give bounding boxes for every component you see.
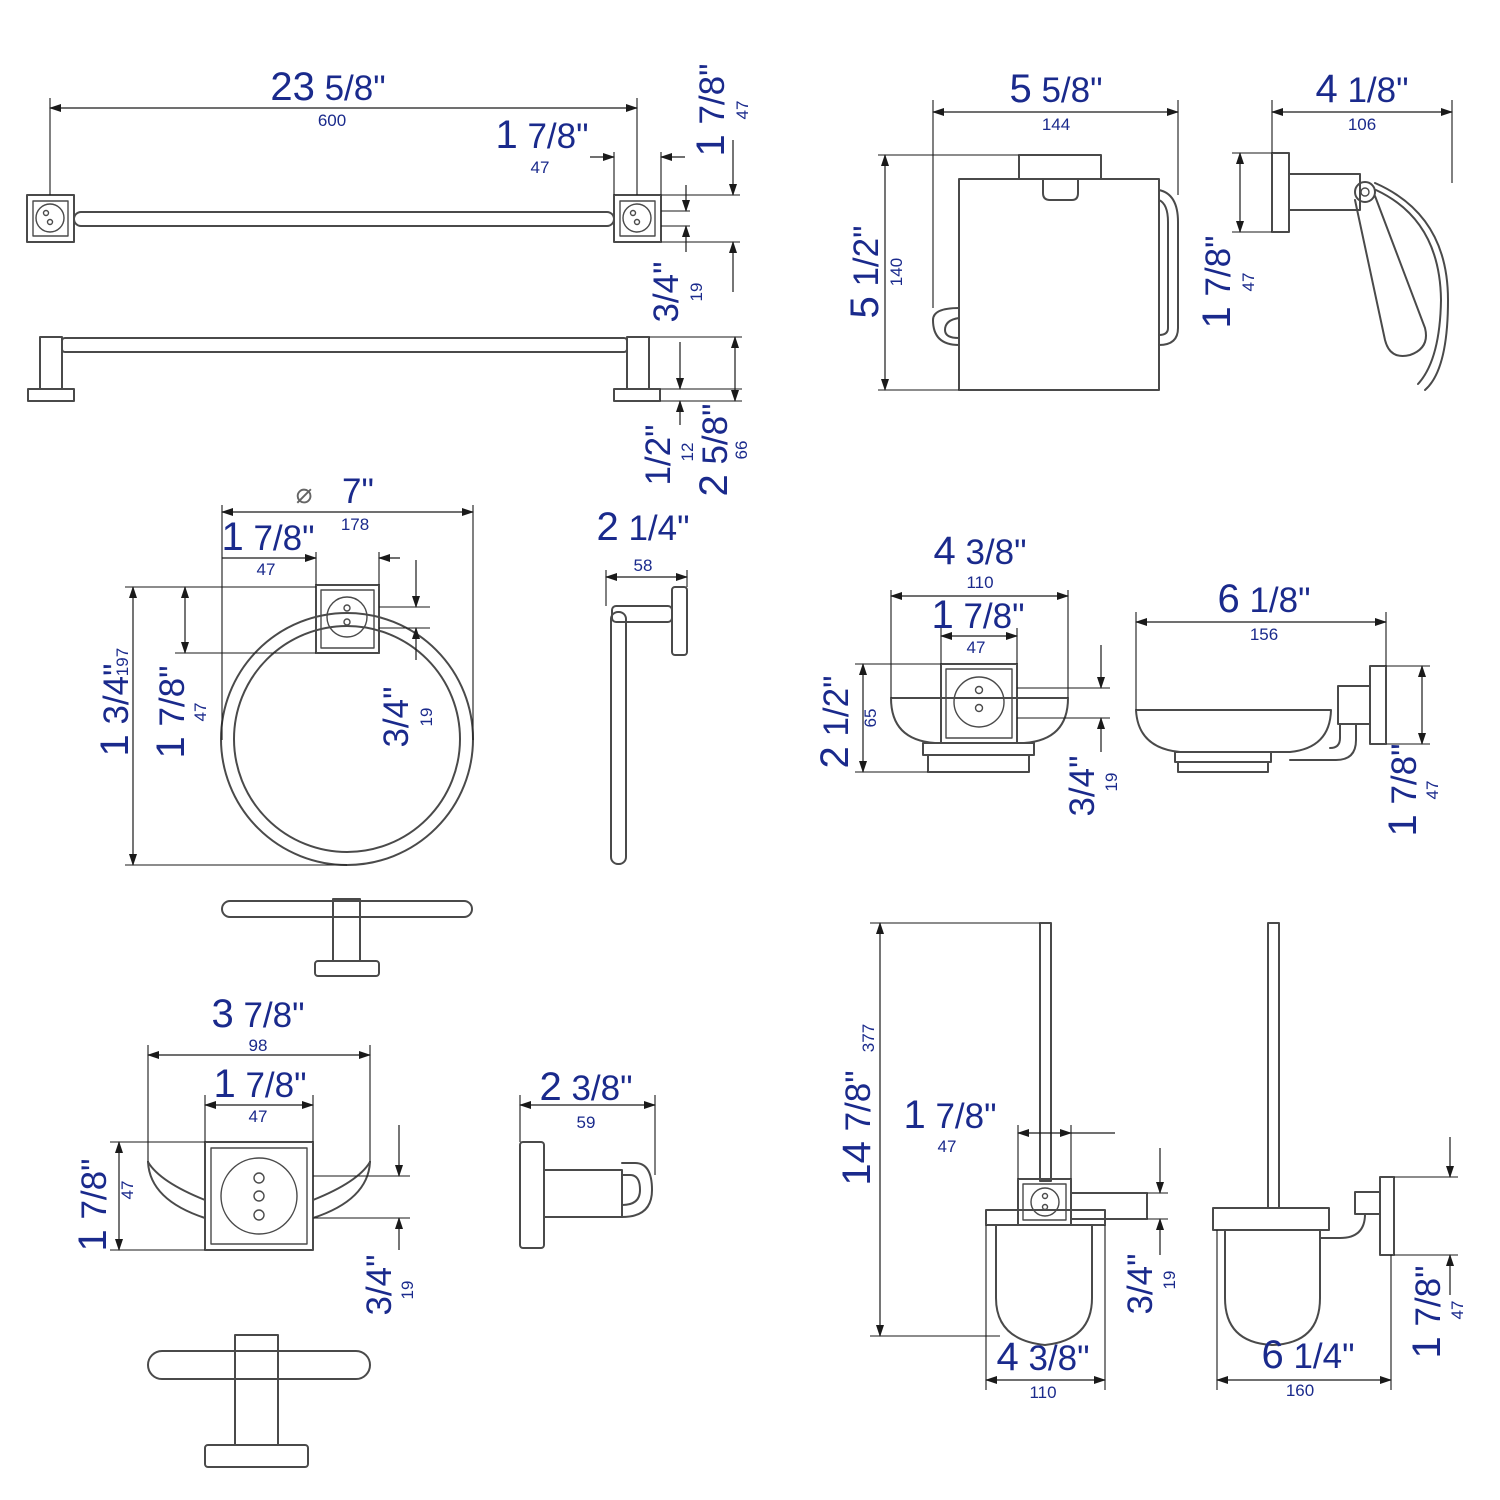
robe-hook-width-inch: 3 7/8"	[211, 992, 304, 1036]
robe-hook-front-view	[147, 1141, 371, 1251]
toilet-brush-base-width-inch: 1 7/8"	[903, 1093, 996, 1137]
soap-dish-side-view	[1135, 665, 1387, 773]
paper-holder-front-view	[932, 154, 1179, 391]
robe-hook-base-width-mm: 47	[249, 1107, 268, 1126]
toilet-brush-base-height-inch: 1 7/8"	[1405, 1265, 1449, 1358]
towel-ring-height-inch: 1 3/4"	[93, 663, 137, 756]
towel-ring-projection-mm: 58	[634, 556, 653, 575]
robe-hook-base-width-inch: 1 7/8"	[213, 1062, 306, 1106]
towel-ring-diameter-mm: 178	[341, 515, 369, 534]
towel-ring-bar-diameter-mm: 19	[417, 708, 436, 727]
paper-holder-side-view	[1271, 152, 1449, 391]
toilet-brush-depth-mm: 160	[1286, 1381, 1314, 1400]
towel-bar-projection-mm: 66	[732, 441, 751, 460]
towel-ring-projection-inch: 2 1/4"	[596, 505, 689, 549]
toilet-brush-side-view	[1212, 922, 1395, 1346]
towel-ring-base-height-inch: 1 7/8"	[149, 665, 193, 758]
soap-dish-height-inch: 2 1/2"	[813, 675, 857, 768]
towel-bar-base-width-inch: 1 7/8"	[495, 113, 588, 157]
soap-dish-bar-diameter-mm: 19	[1102, 773, 1121, 792]
towel-bar-base-width-mm: 47	[531, 158, 550, 177]
robe-hook-bar-diameter-inch: 3/4"	[360, 1254, 399, 1315]
soap-dish-base-height-inch: 1 7/8"	[1381, 743, 1425, 836]
towel-bar-thickness-mm: 12	[678, 443, 697, 462]
paper-holder-width-mm: 144	[1042, 115, 1070, 134]
towel-bar-front-view	[26, 194, 662, 243]
paper-holder-height-inch: 5 1/2"	[843, 225, 887, 318]
towel-ring-base-width-inch: 1 7/8"	[221, 515, 314, 559]
toilet-brush-depth-inch: 6 1/4"	[1261, 1333, 1354, 1377]
soap-dish-base-height-mm: 47	[1423, 781, 1442, 800]
robe-hook-bar-diameter-mm: 19	[398, 1281, 417, 1300]
toilet-brush-bar-diameter-mm: 19	[1160, 1271, 1179, 1290]
toilet-brush-height-inch: 14 7/8"	[835, 1070, 879, 1185]
robe-hook-projection-inch: 2 3/8"	[539, 1065, 632, 1109]
towel-ring-side-view	[610, 586, 688, 865]
towel-bar-top-view	[27, 336, 661, 402]
paper-holder-depth-mm: 106	[1348, 115, 1376, 134]
robe-hook-base-height-mm: 47	[118, 1181, 137, 1200]
soap-dish-base-width-inch: 1 7/8"	[931, 593, 1024, 637]
towel-ring-base-height-mm: 47	[191, 703, 210, 722]
towel-bar-bar-diameter-mm: 19	[687, 283, 706, 302]
towel-bar-length-mm: 600	[318, 111, 346, 130]
paper-holder-base-height-mm: 47	[1239, 273, 1258, 292]
towel-ring-top-view	[221, 898, 473, 977]
towel-ring-bar-diameter-inch: 3/4"	[377, 686, 416, 747]
soap-dish-width-inch: 4 3/8"	[933, 529, 1026, 573]
toilet-brush-width-inch: 4 3/8"	[996, 1335, 1089, 1379]
toilet-brush-base-width-mm: 47	[938, 1137, 957, 1156]
toilet-brush-bar-diameter-inch: 3/4"	[1121, 1253, 1160, 1314]
towel-ring-height-mm: 197	[113, 648, 132, 676]
towel-bar-thickness-inch: 1/2"	[639, 424, 678, 485]
dimension-lines	[49, 104, 1454, 1384]
robe-hook-width-mm: 98	[249, 1036, 268, 1055]
soap-dish-depth-mm: 156	[1250, 625, 1278, 644]
soap-dish-bar-diameter-inch: 3/4"	[1063, 755, 1102, 816]
paper-holder-width-inch: 5 5/8"	[1009, 67, 1102, 111]
towel-bar-base-height-mm: 47	[733, 101, 752, 120]
diameter-symbol: ⌀	[296, 477, 313, 510]
soap-dish-depth-inch: 6 1/8"	[1217, 577, 1310, 621]
towel-ring-diameter-inch: 7"	[342, 472, 374, 511]
towel-bar-base-height-inch: 1 7/8"	[689, 63, 733, 156]
robe-hook-base-height-inch: 1 7/8"	[71, 1158, 115, 1251]
soap-dish-width-mm: 110	[966, 573, 993, 592]
towel-bar-projection-inch: 2 5/8"	[692, 403, 736, 496]
towel-ring-base-width-mm: 47	[257, 560, 276, 579]
soap-dish-height-mm: 65	[861, 709, 880, 728]
robe-hook-side-view	[519, 1141, 653, 1249]
toilet-brush-base-height-mm: 47	[1448, 1301, 1467, 1320]
towel-bar-bar-diameter-inch: 3/4"	[647, 261, 686, 322]
robe-hook-top-view	[147, 1334, 371, 1468]
toilet-brush-height-mm: 377	[859, 1024, 878, 1052]
soap-dish-front-view	[890, 663, 1069, 773]
toilet-brush-width-mm: 110	[1029, 1383, 1056, 1402]
paper-holder-height-mm: 140	[887, 258, 906, 286]
soap-dish-base-width-mm: 47	[967, 638, 986, 657]
towel-bar-length-inch: 23 5/8"	[270, 65, 385, 109]
toilet-brush-front-view	[985, 922, 1148, 1346]
robe-hook-projection-mm: 59	[577, 1113, 596, 1132]
paper-holder-base-height-inch: 1 7/8"	[1195, 235, 1239, 328]
paper-holder-depth-inch: 4 1/8"	[1315, 67, 1408, 111]
